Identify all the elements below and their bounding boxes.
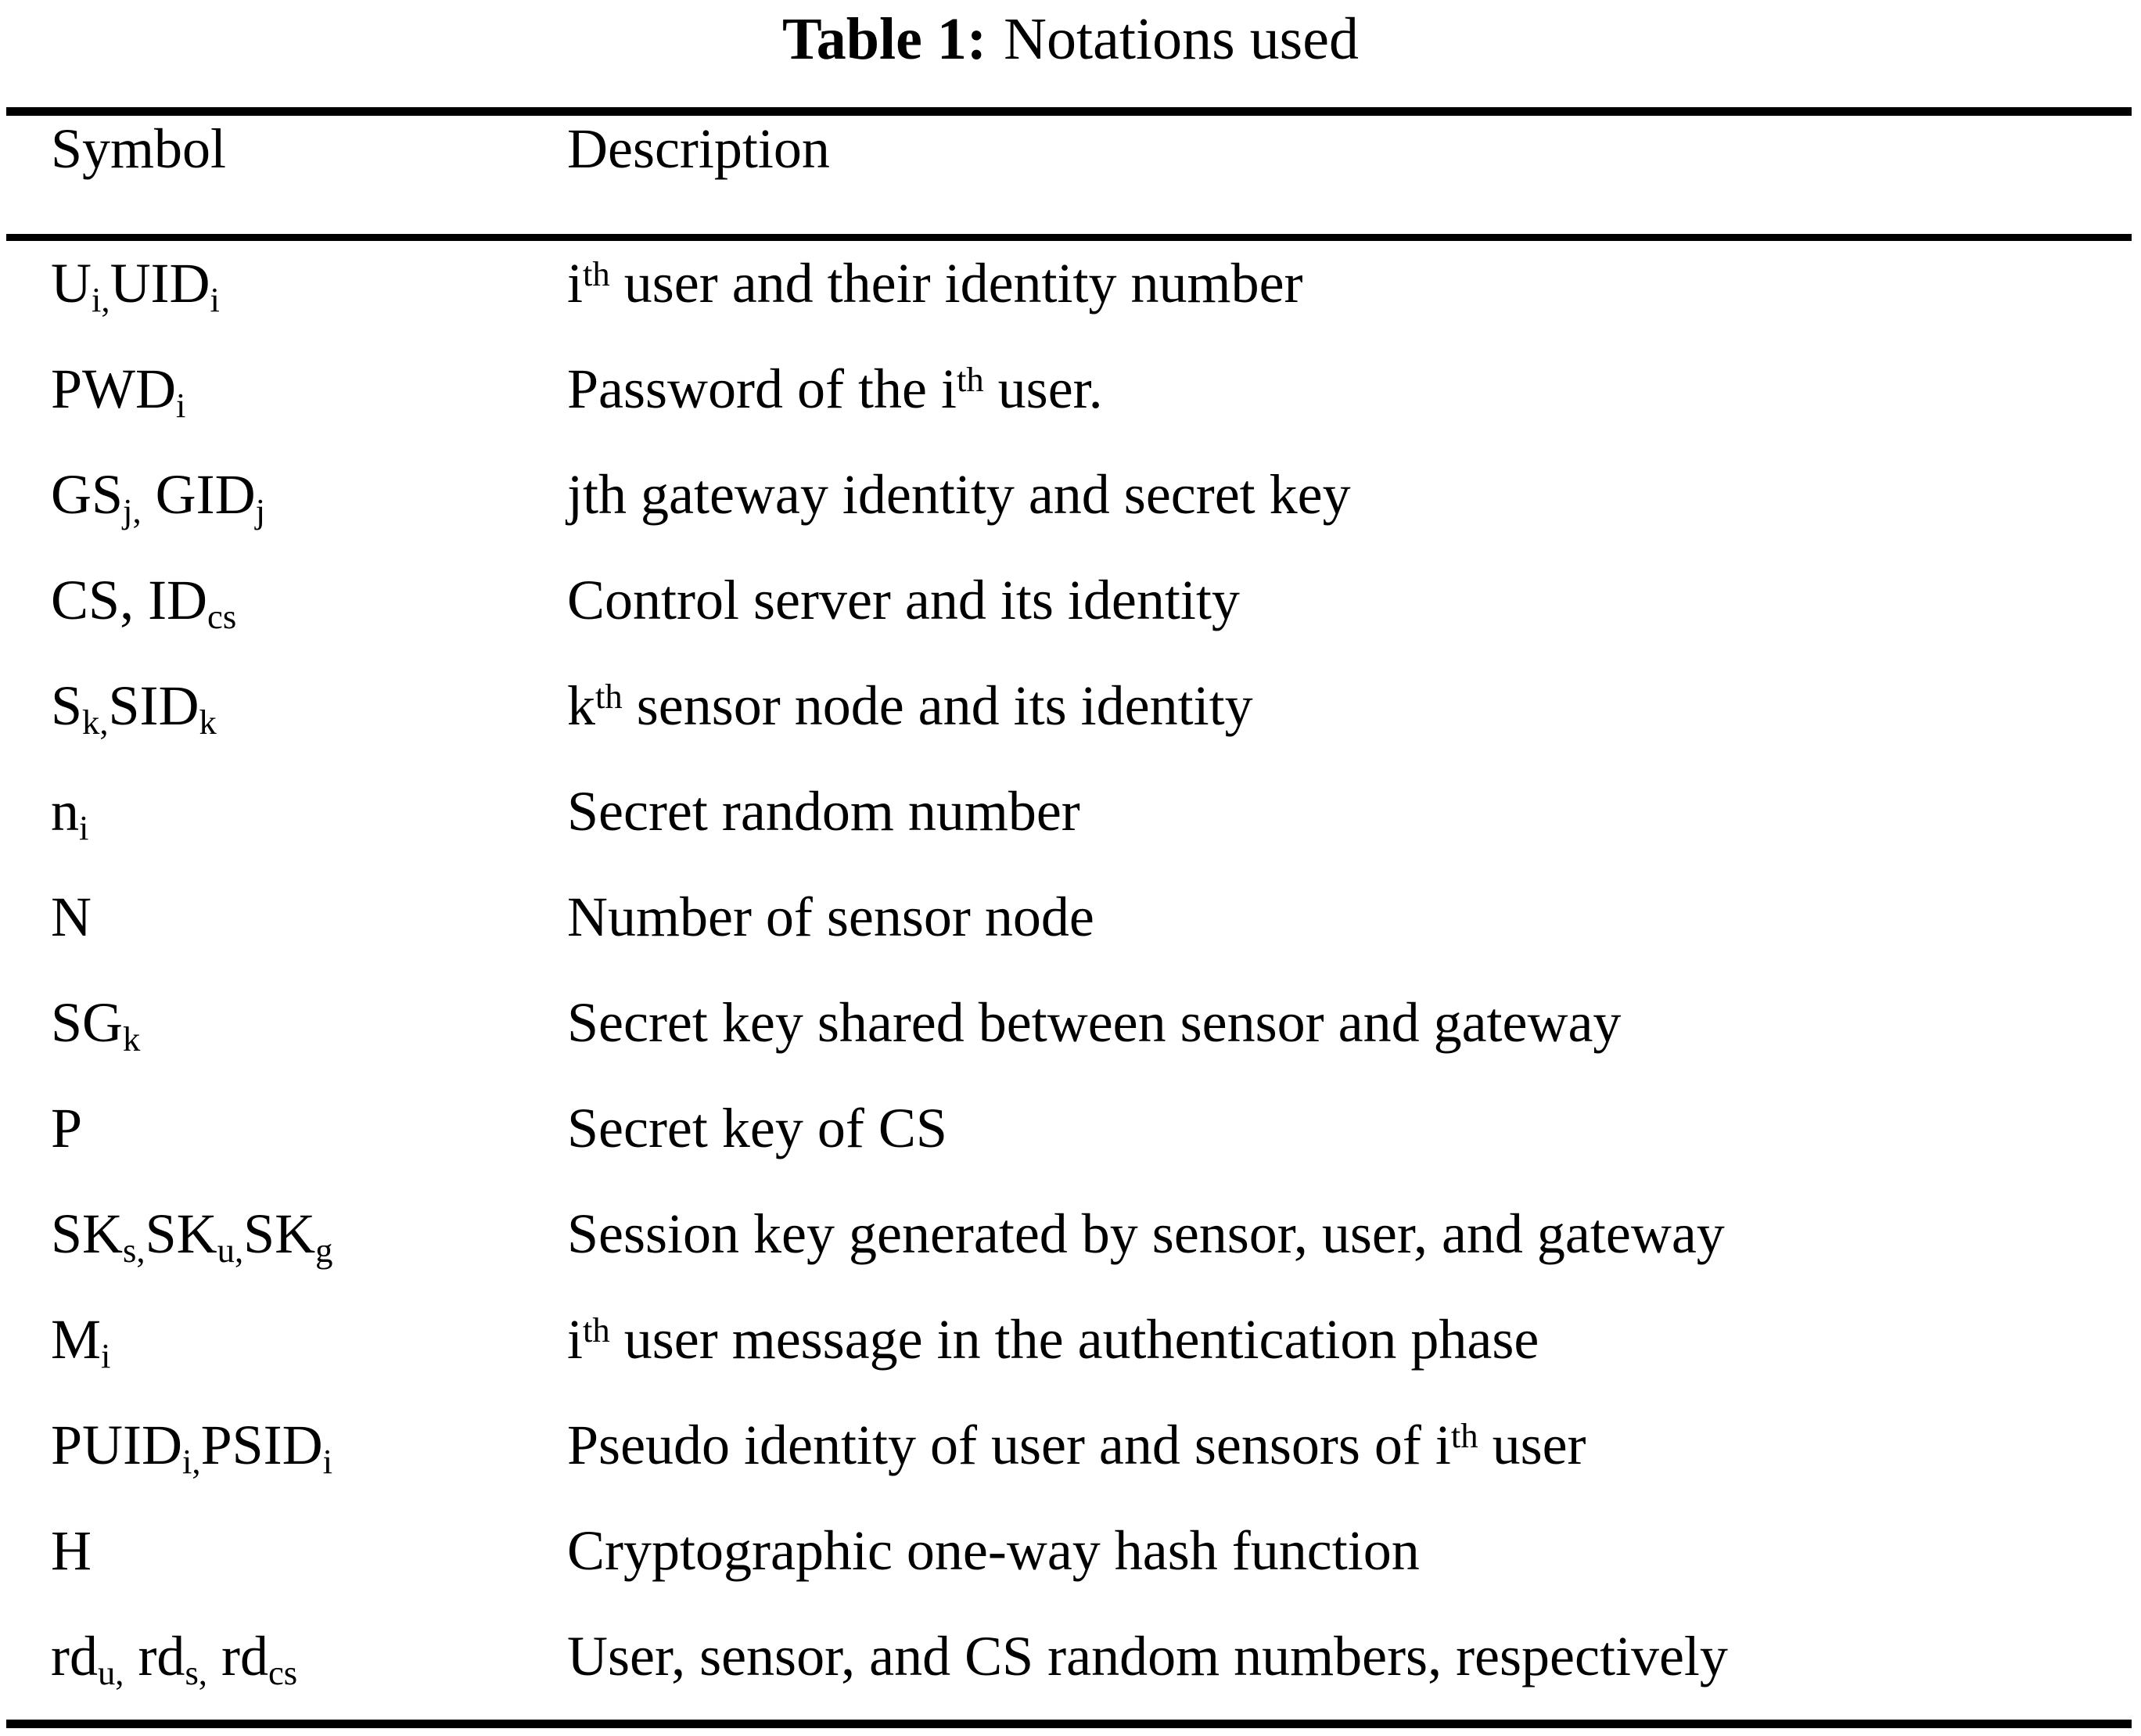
table-row: Mi ith user message in the authentication… xyxy=(51,1308,2132,1414)
table-row: CS, IDcs Control server and its identity xyxy=(51,569,2132,674)
table-row: GSj, GIDj jth gateway identity and secret… xyxy=(51,463,2132,569)
table-row: Ui,UIDi ith user and their identity numbe… xyxy=(51,252,2132,358)
cell-description: ith user message in the authentication p… xyxy=(567,1308,1539,1371)
table-top-rule xyxy=(6,107,2132,116)
cell-description: ith user and their identity number xyxy=(567,252,1303,314)
cell-description: Session key generated by sensor, user, a… xyxy=(567,1202,1725,1265)
cell-description: Cryptographic one-way hash function xyxy=(567,1519,1420,1582)
cell-symbol: SGk xyxy=(51,991,141,1058)
table-header-rule xyxy=(6,234,2132,241)
cell-symbol: rdu, rds, rdcs xyxy=(51,1625,298,1692)
cell-symbol: GSj, GIDj xyxy=(51,463,265,530)
table-caption: Table 1: Notations used xyxy=(0,2,2141,77)
cell-description: Password of the ith user. xyxy=(567,358,1103,420)
cell-symbol: Ui,UIDi xyxy=(51,252,220,319)
cell-description: Secret key shared between sensor and gat… xyxy=(567,991,1622,1054)
cell-symbol: ni xyxy=(51,780,89,847)
table-row: Sk,SIDk kth sensor node and its identity xyxy=(51,674,2132,780)
caption-label: Table 1: xyxy=(782,6,987,72)
cell-description: jth gateway identity and secret key xyxy=(567,463,1351,526)
table-header-row: Symbol Description xyxy=(51,117,2132,235)
table-row: SKs,SKu,SKg Session key generated by sens… xyxy=(51,1202,2132,1308)
cell-symbol: CS, IDcs xyxy=(51,569,237,636)
table-row: PUIDi,PSIDi Pseudo identity of user and s… xyxy=(51,1414,2132,1519)
cell-description: kth sensor node and its identity xyxy=(567,674,1253,737)
column-header-symbol: Symbol xyxy=(51,117,227,180)
cell-symbol: Mi xyxy=(51,1308,111,1375)
table-row: PWDi Password of the ith user. xyxy=(51,358,2132,463)
cell-symbol: PWDi xyxy=(51,358,186,425)
cell-description: Number of sensor node xyxy=(567,886,1094,948)
column-header-description: Description xyxy=(567,117,830,180)
table-row: SGk Secret key shared between sensor and … xyxy=(51,991,2132,1097)
cell-symbol: H xyxy=(51,1519,92,1582)
table-row: H Cryptographic one-way hash function xyxy=(51,1519,2132,1625)
table-row: ni Secret random number xyxy=(51,780,2132,886)
table-row: N Number of sensor node xyxy=(51,886,2132,991)
caption-text: Notations used xyxy=(1004,6,1359,72)
cell-symbol: PUIDi,PSIDi xyxy=(51,1414,333,1481)
cell-symbol: SKs,SKu,SKg xyxy=(51,1202,333,1270)
table-grid: Symbol Description Ui,UIDi ith user and t… xyxy=(51,117,2132,1731)
cell-description: Pseudo identity of user and sensors of i… xyxy=(567,1414,1586,1476)
cell-symbol: N xyxy=(51,886,92,948)
table-row: rdu, rds, rdcs User, sensor, and CS rando… xyxy=(51,1625,2132,1731)
cell-symbol: Sk,SIDk xyxy=(51,674,217,742)
cell-description: Secret random number xyxy=(567,780,1080,843)
cell-description: Secret key of CS xyxy=(567,1097,947,1159)
cell-description: User, sensor, and CS random numbers, res… xyxy=(567,1625,1728,1687)
table-rows: Ui,UIDi ith user and their identity numbe… xyxy=(51,252,2132,1731)
table-row: P Secret key of CS xyxy=(51,1097,2132,1202)
table-bottom-rule xyxy=(6,1720,2132,1728)
cell-description: Control server and its identity xyxy=(567,569,1240,631)
cell-symbol: P xyxy=(51,1097,83,1159)
